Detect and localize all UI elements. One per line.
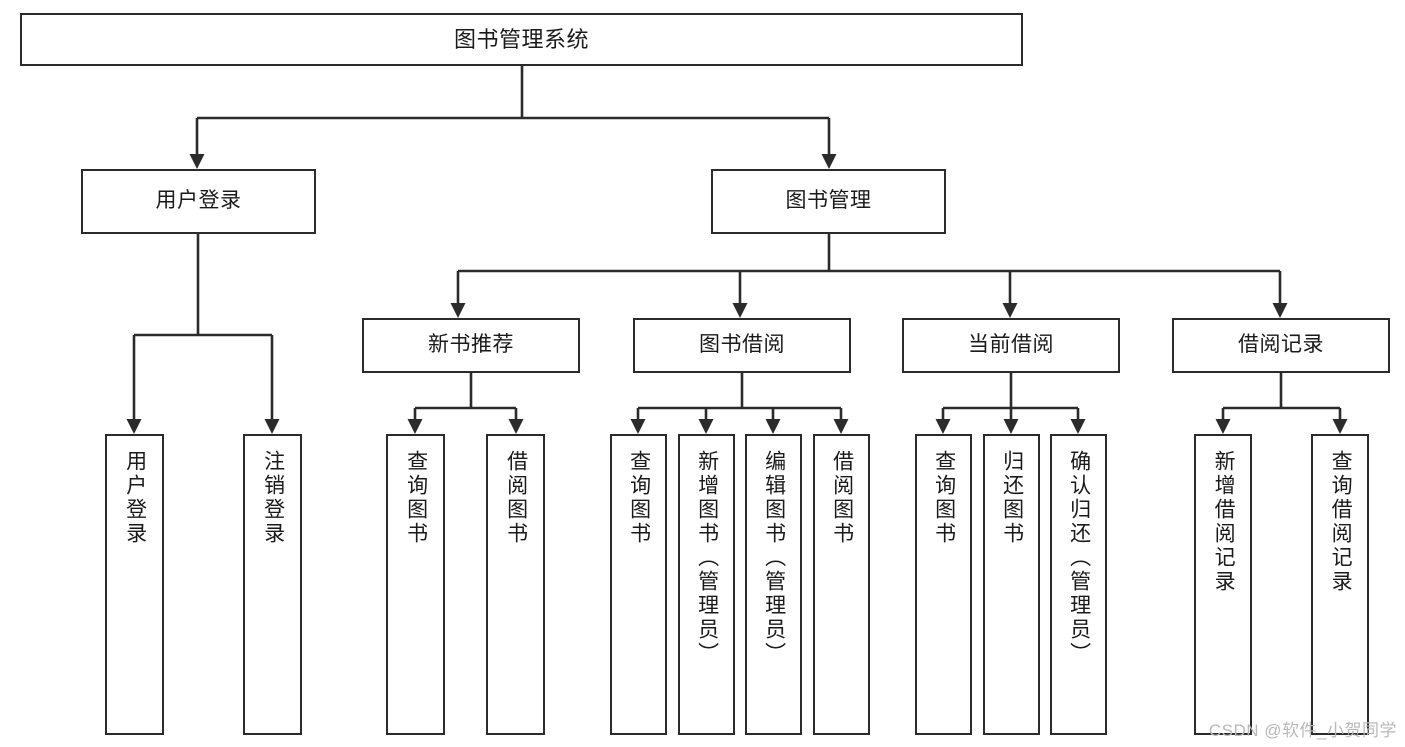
user-leaf-arrow-1-head bbox=[264, 419, 280, 434]
node-label: 图书借阅 bbox=[699, 333, 785, 357]
node-leaf-query-book-1[interactable]: 查询图书 bbox=[386, 434, 445, 735]
group-1-arrow-0-head bbox=[630, 419, 646, 434]
group-2-arrow-0-head bbox=[935, 419, 951, 434]
node-current-borrow[interactable]: 当前借阅 bbox=[902, 318, 1120, 373]
node-label: 归还图书 bbox=[1000, 450, 1024, 546]
user-leaf-arrow-0-head bbox=[126, 419, 142, 434]
node-label: 编辑图书（管理员） bbox=[762, 450, 786, 666]
group-3-arrow-1-head bbox=[1332, 419, 1348, 434]
node-leaf-add-book-admin[interactable]: 新增图书（管理员） bbox=[678, 434, 735, 735]
manage-arrow-2-head bbox=[1002, 303, 1018, 318]
node-leaf-logout-login[interactable]: 注销登录 bbox=[243, 434, 302, 735]
group-1-arrow-3-head bbox=[833, 419, 849, 434]
node-leaf-borrow-book-1[interactable]: 借阅图书 bbox=[486, 434, 545, 735]
node-new-book-recommend[interactable]: 新书推荐 bbox=[362, 318, 580, 373]
group-1-arrow-2-head bbox=[765, 419, 781, 434]
node-label: 借阅记录 bbox=[1238, 333, 1324, 357]
node-label: 借阅图书 bbox=[830, 450, 854, 546]
node-label: 用户登录 bbox=[123, 450, 147, 546]
node-label: 查询图书 bbox=[932, 450, 956, 546]
node-leaf-return-book[interactable]: 归还图书 bbox=[983, 434, 1040, 735]
node-leaf-user-login[interactable]: 用户登录 bbox=[105, 434, 164, 735]
node-root[interactable]: 图书管理系统 bbox=[20, 13, 1023, 66]
node-leaf-query-borrow-record[interactable]: 查询借阅记录 bbox=[1311, 434, 1369, 735]
watermark: CSDN @软件_小贺同学 bbox=[1208, 721, 1397, 740]
root-arrow-0-head bbox=[189, 154, 205, 169]
node-label: 图书管理 bbox=[785, 189, 872, 213]
group-2-arrow-1-head bbox=[1003, 419, 1019, 434]
node-label: 新增借阅记录 bbox=[1212, 450, 1236, 594]
manage-arrow-0-head bbox=[450, 303, 466, 318]
node-user-login[interactable]: 用户登录 bbox=[81, 169, 316, 234]
node-leaf-confirm-return-admin[interactable]: 确认归还（管理员） bbox=[1050, 434, 1107, 735]
node-book-borrow[interactable]: 图书借阅 bbox=[633, 318, 851, 373]
node-book-manage[interactable]: 图书管理 bbox=[711, 169, 946, 234]
node-label: 图书管理系统 bbox=[453, 26, 589, 52]
manage-arrow-1-head bbox=[732, 303, 748, 318]
node-label: 确认归还（管理员） bbox=[1067, 450, 1091, 666]
node-label: 当前借阅 bbox=[968, 333, 1054, 357]
node-leaf-query-book-3[interactable]: 查询图书 bbox=[915, 434, 972, 735]
node-label: 新书推荐 bbox=[428, 333, 514, 357]
node-leaf-borrow-book-2[interactable]: 借阅图书 bbox=[813, 434, 870, 735]
node-label: 注销登录 bbox=[261, 450, 285, 546]
manage-arrow-3-head bbox=[1272, 303, 1288, 318]
group-0-arrow-0-head bbox=[407, 419, 423, 434]
node-borrow-record[interactable]: 借阅记录 bbox=[1172, 318, 1390, 373]
group-3-arrow-0-head bbox=[1215, 419, 1231, 434]
node-leaf-edit-book-admin[interactable]: 编辑图书（管理员） bbox=[745, 434, 802, 735]
node-label: 用户登录 bbox=[155, 189, 242, 213]
group-1-arrow-1-head bbox=[698, 419, 714, 434]
node-leaf-add-borrow-record[interactable]: 新增借阅记录 bbox=[1194, 434, 1252, 735]
node-label: 新增图书（管理员） bbox=[695, 450, 719, 666]
node-label: 借阅图书 bbox=[504, 450, 528, 546]
node-label: 查询图书 bbox=[404, 450, 428, 546]
root-arrow-1-head bbox=[821, 154, 837, 169]
node-leaf-query-book-2[interactable]: 查询图书 bbox=[610, 434, 667, 735]
group-0-arrow-1-head bbox=[508, 419, 524, 434]
node-label: 查询图书 bbox=[627, 450, 651, 546]
group-2-arrow-2-head bbox=[1070, 419, 1086, 434]
node-label: 查询借阅记录 bbox=[1329, 450, 1353, 594]
